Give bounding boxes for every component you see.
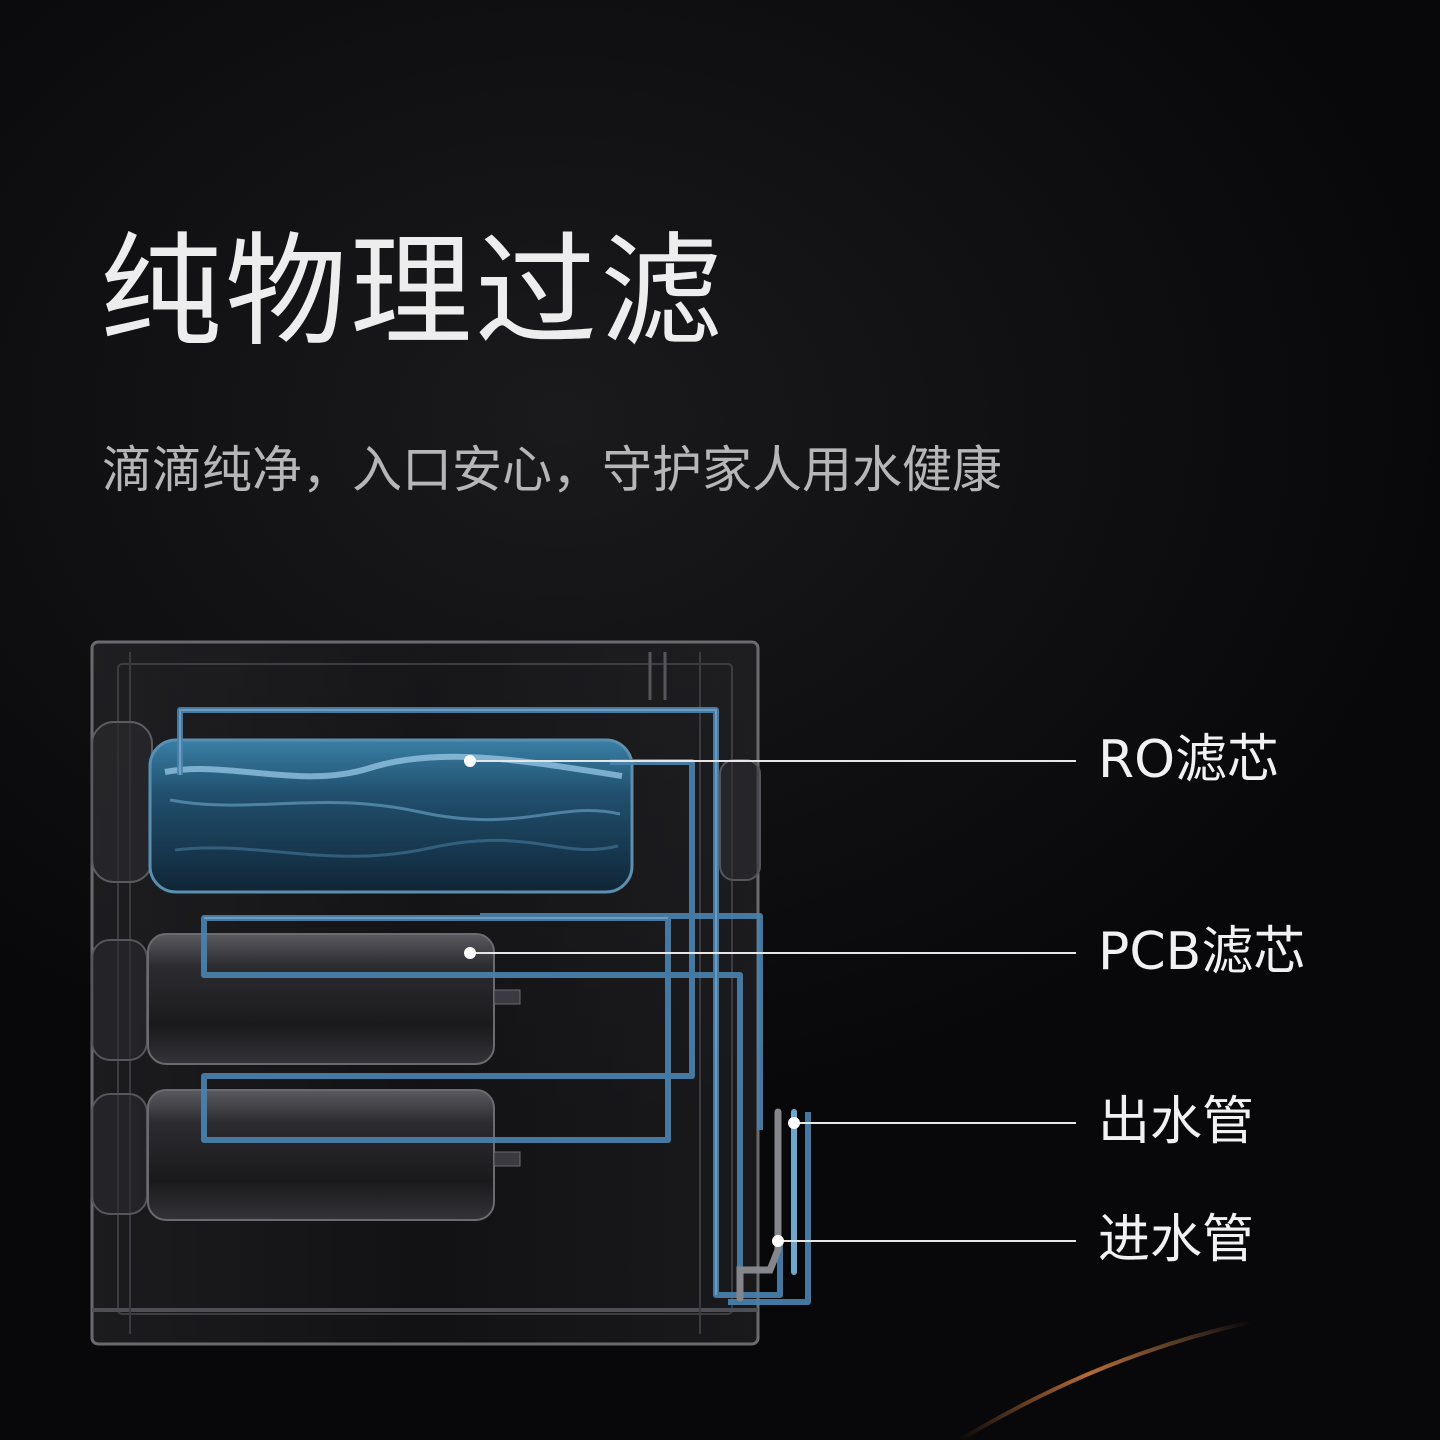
dot-pcb [464, 947, 476, 959]
lower-cartridge [147, 1089, 521, 1221]
callout-label-pcb-filter: PCB滤芯 [1098, 922, 1306, 982]
inlet-outlet-tubes [736, 1108, 797, 1302]
callout-dots [464, 755, 800, 1247]
ro-cartridge [148, 738, 634, 894]
pcb-cartridge [147, 933, 521, 1065]
water-pipes [177, 707, 811, 1305]
headline-subtitle: 滴滴纯净，入口安心，守护家人用水健康 [102, 441, 1002, 499]
headline-title: 纯物理过滤 [100, 221, 725, 363]
callout-leaders [470, 760, 1076, 1242]
callout-label-outlet-pipe: 出水管 [1098, 1092, 1255, 1152]
dot-ro [464, 755, 476, 767]
dot-inlet [772, 1235, 784, 1247]
accent-streak [958, 1320, 1251, 1440]
dot-outlet [788, 1117, 800, 1129]
callout-label-inlet-pipe: 进水管 [1098, 1210, 1255, 1270]
water-pipe-highlights [179, 709, 717, 1295]
callout-label-ro-filter: RO滤芯 [1098, 730, 1280, 790]
